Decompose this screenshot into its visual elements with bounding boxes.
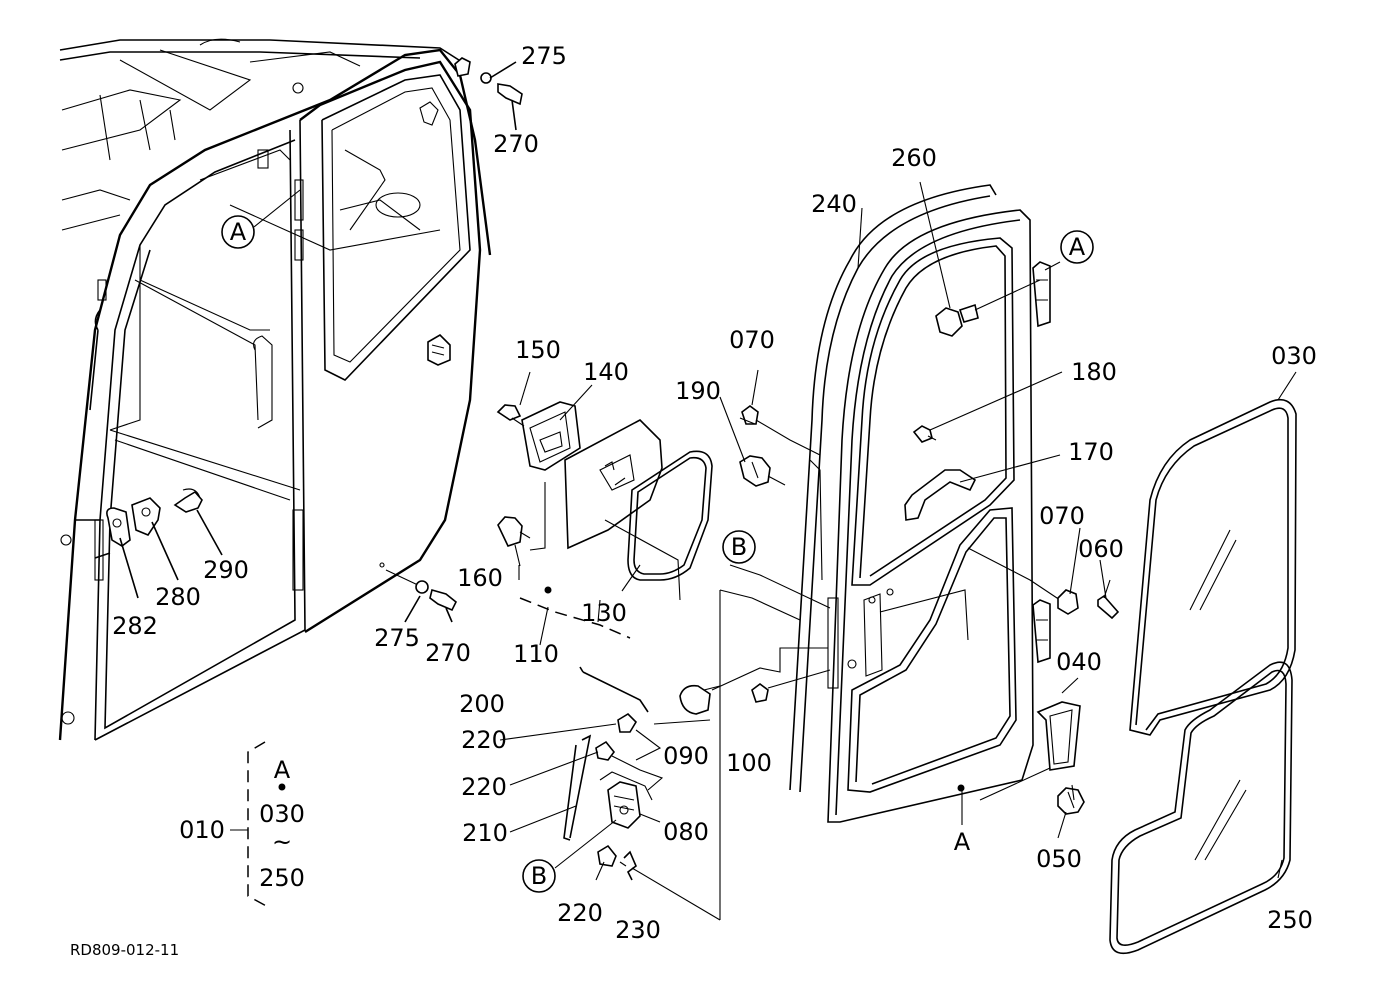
label-080: 080 [663, 818, 709, 846]
label-240: 240 [811, 190, 857, 218]
ref-marker-b1-label: B [731, 533, 747, 561]
ref-marker-b2-label: B [531, 862, 547, 890]
label-275-top: 275 [521, 42, 567, 70]
assembly-includes-top: A [274, 756, 291, 784]
assembly-tilde: ~ [272, 828, 292, 856]
label-050: 050 [1036, 845, 1082, 873]
glass-panels [1109, 398, 1297, 955]
ref-marker-a1: A [221, 215, 255, 249]
label-190: 190 [675, 377, 721, 405]
right-hardware [1036, 579, 1120, 815]
label-270-top: 270 [493, 130, 539, 158]
label-070-right: 070 [1039, 502, 1085, 530]
assembly-dot: • [275, 774, 289, 802]
assembly-from: 030 [259, 800, 305, 828]
assembly-to: 250 [259, 864, 305, 892]
label-150: 150 [515, 336, 561, 364]
label-090: 090 [663, 742, 709, 770]
cab-frame [58, 38, 492, 741]
label-230: 230 [615, 916, 661, 944]
ref-marker-b2: B [522, 859, 556, 893]
label-100: 100 [726, 749, 772, 777]
inner-panel-parts [496, 401, 713, 646]
assembly-part: 010 [179, 816, 225, 844]
label-130: 130 [581, 599, 627, 627]
label-070-top: 070 [729, 326, 775, 354]
label-290: 290 [203, 556, 249, 584]
label-040: 040 [1056, 648, 1102, 676]
label-030: 030 [1271, 342, 1317, 370]
ref-marker-a2: A [1060, 230, 1094, 264]
label-200: 200 [459, 690, 505, 718]
diagram-code: RD809-012-11 [70, 941, 179, 959]
label-140: 140 [583, 358, 629, 386]
label-110: 110 [513, 640, 559, 668]
part-labels: 275 270 150 140 190 070 240 260 180 170 … [112, 42, 1317, 944]
hinge-bracket-assembly [94, 488, 223, 599]
door-assembly [789, 184, 1061, 823]
leader-lines [253, 181, 1297, 879]
label-060: 060 [1078, 535, 1124, 563]
ref-marker-b1: B [722, 530, 756, 564]
label-220-c: 220 [557, 899, 603, 927]
top-hardware [454, 57, 523, 131]
lower-hardware [385, 569, 458, 623]
label-160: 160 [457, 564, 503, 592]
ref-marker-a1-label: A [230, 218, 247, 246]
latch-mechanism [499, 564, 831, 921]
label-220-a: 220 [461, 726, 507, 754]
label-275-lower: 275 [374, 624, 420, 652]
ref-marker-a3: A [954, 828, 971, 856]
label-170: 170 [1068, 438, 1114, 466]
label-220-b: 220 [461, 773, 507, 801]
label-260: 260 [891, 144, 937, 172]
label-180: 180 [1071, 358, 1117, 386]
ref-marker-a2-label: A [1069, 233, 1086, 261]
assembly-bracket [230, 741, 271, 909]
label-282: 282 [112, 612, 158, 640]
label-270-lower: 270 [425, 639, 471, 667]
label-210: 210 [462, 819, 508, 847]
label-250: 250 [1267, 906, 1313, 934]
label-280: 280 [155, 583, 201, 611]
